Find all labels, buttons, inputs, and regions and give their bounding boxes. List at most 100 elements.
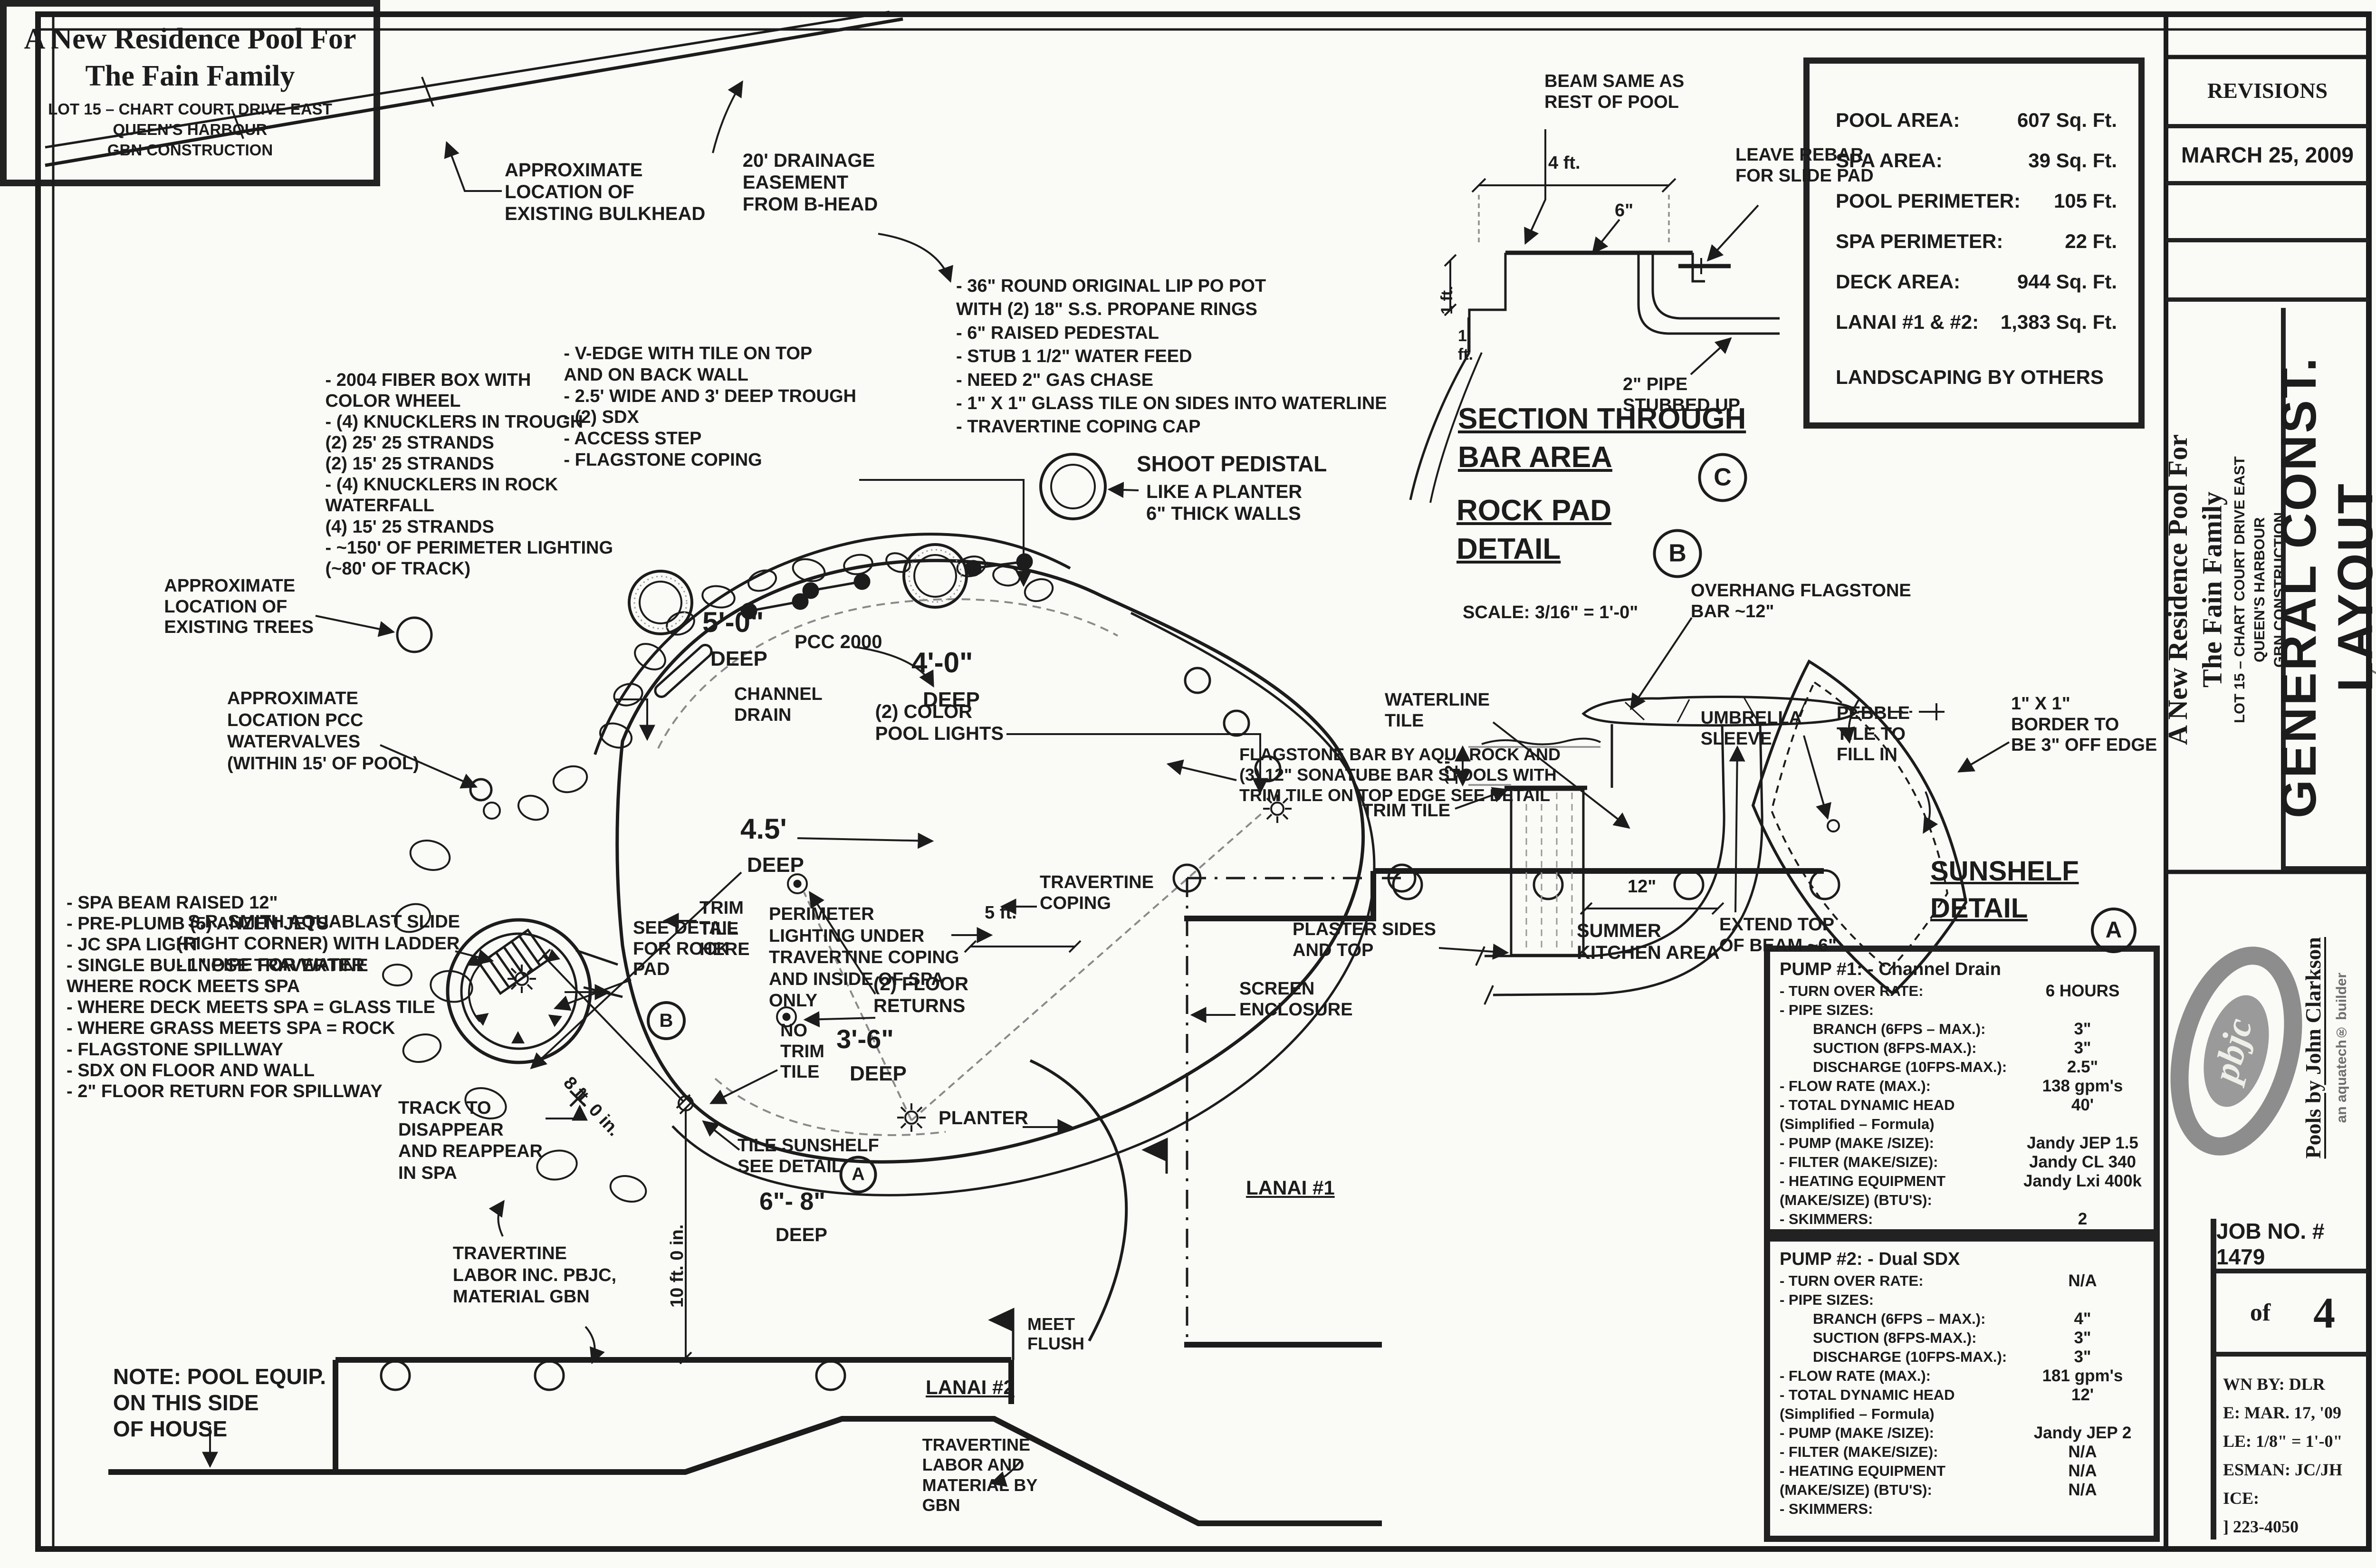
label-depth-4-num: 4'-0" — [911, 647, 973, 679]
sheet-number: of 4 — [2211, 1273, 2369, 1357]
pump-spec-label: BRANCH (6FPS – MAX.): — [1813, 1310, 1986, 1327]
stat-value: 944 Sq. Ft. — [2017, 270, 2117, 293]
pump-spec-value: 6 HOURS — [2045, 982, 2120, 1000]
label-slide-note: - S.R. SMITH AQUABLAST SLIDE (RIGHT CORN… — [177, 912, 460, 975]
tb-project-line4: QUEEN'S HARBOUR — [2251, 516, 2268, 662]
label-depth-5-num: 5'-0" — [702, 606, 764, 638]
stat-value: 22 Ft. — [2065, 230, 2117, 252]
pump-spec-value — [2022, 1500, 2143, 1519]
label-depth-68-num: 6"- 8" — [759, 1188, 825, 1215]
label-bulkhead-note: APPROXIMATE LOCATION OF EXISTING BULKHEA… — [505, 160, 706, 224]
label-overhang-note: OVERHANG FLAGSTONE BAR ~12" — [1691, 581, 1911, 621]
logo-company-name: Pools by John Clarkson — [2300, 937, 2325, 1159]
stat-value: 1,383 Sq. Ft. — [2000, 311, 2117, 333]
pump-spec-row: SUCTION (8FPS-MAX.):3" — [1780, 1039, 2143, 1058]
drawing-info-row: ICE: — [2223, 1489, 2260, 1508]
pump-spec-label: - FILTER (MAKE/SIZE): — [1780, 1154, 1938, 1170]
stat-label: POOL PERIMETER: — [1836, 190, 2021, 212]
stat-value: 607 Sq. Ft. — [2017, 109, 2117, 131]
label-flagstone-bar-note: FLAGSTONE BAR BY AQUAROCK AND (3) 12" SO… — [1239, 745, 1561, 805]
rock-pad-detail — [1409, 129, 1780, 503]
knuckler-icon — [740, 553, 1033, 620]
pump1-rows: - TURN OVER RATE: 6 HOURS - PIPE SIZES: BRA… — [1780, 982, 2143, 1229]
pump-spec-value — [2022, 1001, 2143, 1020]
label-depth-36-word: DEEP — [850, 1062, 907, 1085]
pump-spec-row: - FLOW RATE (MAX.):181 gpm's — [1780, 1367, 2143, 1386]
bulkhead-lines — [45, 10, 953, 283]
pump-spec-value: 3" — [2074, 1329, 2091, 1347]
pump-spec-label: BRANCH (6FPS – MAX.): — [1813, 1021, 1986, 1037]
pump-spec-value: N/A — [2068, 1481, 2097, 1499]
label-trav-gbn: TRAVERTINE LABOR AND MATERIAL BY GBN — [922, 1435, 1038, 1515]
landscaping-note: LANDSCAPING BY OTHERS — [1836, 366, 2104, 388]
pump-spec-value: 3" — [2074, 1020, 2091, 1038]
label-lanai-1: LANAI #1 — [1246, 1176, 1335, 1199]
pump-spec-row: - FILTER (MAKE/SIZE):Jandy CL 340 — [1780, 1153, 2143, 1172]
label-rockpad-circle-b: B — [1653, 529, 1702, 578]
stat-value: 105 Ft. — [2053, 190, 2117, 212]
pump-spec-label: SUCTION (8FPS-MAX.): — [1813, 1040, 1977, 1056]
pump-spec-row: - SKIMMERS:2 — [1780, 1210, 2143, 1229]
label-dim-6in: 6" — [1615, 201, 1634, 220]
pump-spec-row: - PUMP (MAKE /SIZE):Jandy JEP 2 — [1780, 1424, 2143, 1443]
project-title-line2: The Fain Family — [85, 59, 295, 92]
stat-row: POOL PERIMETER: 105 Ft. — [1836, 190, 2117, 212]
pump2-rows: - TURN OVER RATE:N/A- PIPE SIZES:BRANCH … — [1780, 1272, 2143, 1519]
pump-spec-label: - PUMP (MAKE /SIZE): — [1780, 1425, 1934, 1441]
pump-spec-row: (MAKE/SIZE) (BTU'S): — [1780, 1191, 2143, 1210]
pump-spec-label: - HEATING EQUIPMENT — [1780, 1173, 1946, 1189]
pump1-title: PUMP #1: - Channel Drain — [1780, 959, 2001, 979]
label-extend-top-note: EXTEND TOP OF BEAM ~6" — [1719, 915, 1837, 956]
logo-tagline: an aquatech® builder — [2334, 972, 2349, 1123]
plan-dimensions — [536, 940, 1082, 1365]
label-sunshelf-circle-a: A — [2091, 908, 2136, 953]
pump-spec-label: - PUMP (MAKE /SIZE): — [1780, 1135, 1934, 1151]
pump-spec-row: (Simplified – Formula) — [1780, 1115, 2143, 1134]
pump-spec-value: 3" — [2074, 1348, 2091, 1366]
pump-spec-label: - HEATING EQUIPMENT — [1780, 1463, 1946, 1479]
sheet-frame — [35, 11, 2376, 1552]
pump-spec-label: - PIPE SIZES: — [1780, 1002, 1874, 1018]
label-depth-5-word: DEEP — [710, 647, 767, 670]
pump-spec-row: - FILTER (MAKE/SIZE):N/A — [1780, 1443, 2143, 1462]
pump-spec-label: - TOTAL DYNAMIC HEAD — [1780, 1097, 1955, 1113]
stat-row: POOL AREA: 607 Sq. Ft. — [1836, 109, 2117, 132]
pump1-spec-box: PUMP #1: - Channel Drain - TURN OVER RAT… — [1764, 946, 2160, 1235]
revision-date: MARCH 25, 2009 — [2166, 128, 2369, 185]
stat-label: SPA AREA: — [1836, 149, 1943, 172]
label-depth-68-word: DEEP — [776, 1224, 827, 1245]
pump-spec-label: - SKIMMERS: — [1780, 1501, 1873, 1517]
pump-spec-row: SUCTION (8FPS-MAX.): 3" — [1780, 1329, 2143, 1348]
label-channel-drain: CHANNEL DRAIN — [734, 684, 823, 725]
label-screen-note: SCREEN ENCLOSURE — [1239, 979, 1353, 1020]
stat-row: LANAI #1 & #2:1,383 Sq. Ft. — [1836, 311, 2117, 334]
label-kitchen-note: SUMMER KITCHEN AREA — [1577, 920, 1720, 963]
pool-light-icon — [508, 794, 1292, 1132]
label-color-lights: (2) COLOR POOL LIGHTS — [875, 701, 1004, 744]
label-vedge-list: - V-EDGE WITH TILE ON TOP AND ON BACK WA… — [564, 344, 856, 470]
label-pebble-note: PEBBLE TILE TO FILL IN — [1836, 703, 1910, 765]
label-sunshelf-title: SUNSHELF DETAIL — [1930, 856, 2079, 924]
pump-spec-label: (MAKE/SIZE) (BTU'S): — [1780, 1482, 1932, 1498]
pump-spec-label: - TURN OVER RATE: — [1780, 983, 1924, 999]
label-track-note: TRACK TO DISAPPEAR AND REAPPEAR IN SPA — [398, 1098, 543, 1183]
pump-spec-value: N/A — [2068, 1462, 2097, 1480]
stat-row: DECK AREA:944 Sq. Ft. — [1836, 270, 2117, 293]
pump-spec-label: SUCTION (8FPS-MAX.): — [1813, 1329, 1977, 1346]
pump-spec-value: 138 gpm's — [2042, 1077, 2123, 1095]
pump-spec-value — [2022, 1405, 2143, 1424]
pump-spec-value: 2.5" — [2067, 1058, 2098, 1076]
stat-label: POOL AREA: — [1836, 109, 1960, 131]
pump2-spec-box: PUMP #2: - Dual SDX - TURN OVER RATE:N/A… — [1764, 1235, 2160, 1542]
pool-stats-rows: POOL AREA:607 Sq. Ft.SPA AREA:39 Sq. Ft.… — [1836, 109, 2117, 334]
pump-spec-label: DISCHARGE (10FPS-MAX.): — [1813, 1059, 2007, 1075]
label-tile-sunshelf: TILE SUNSHELF SEE DETAIL — [738, 1136, 879, 1176]
pump-spec-row: DISCHARGE (10FPS-MAX.): 2.5" — [1780, 1058, 2143, 1077]
label-shoot-title: SHOOT PEDISTAL — [1137, 451, 1327, 476]
pump-spec-row: - TURN OVER RATE: 6 HOURS — [1780, 982, 2143, 1001]
pool-stats-table: POOL AREA:607 Sq. Ft.SPA AREA:39 Sq. Ft.… — [1803, 57, 2145, 429]
